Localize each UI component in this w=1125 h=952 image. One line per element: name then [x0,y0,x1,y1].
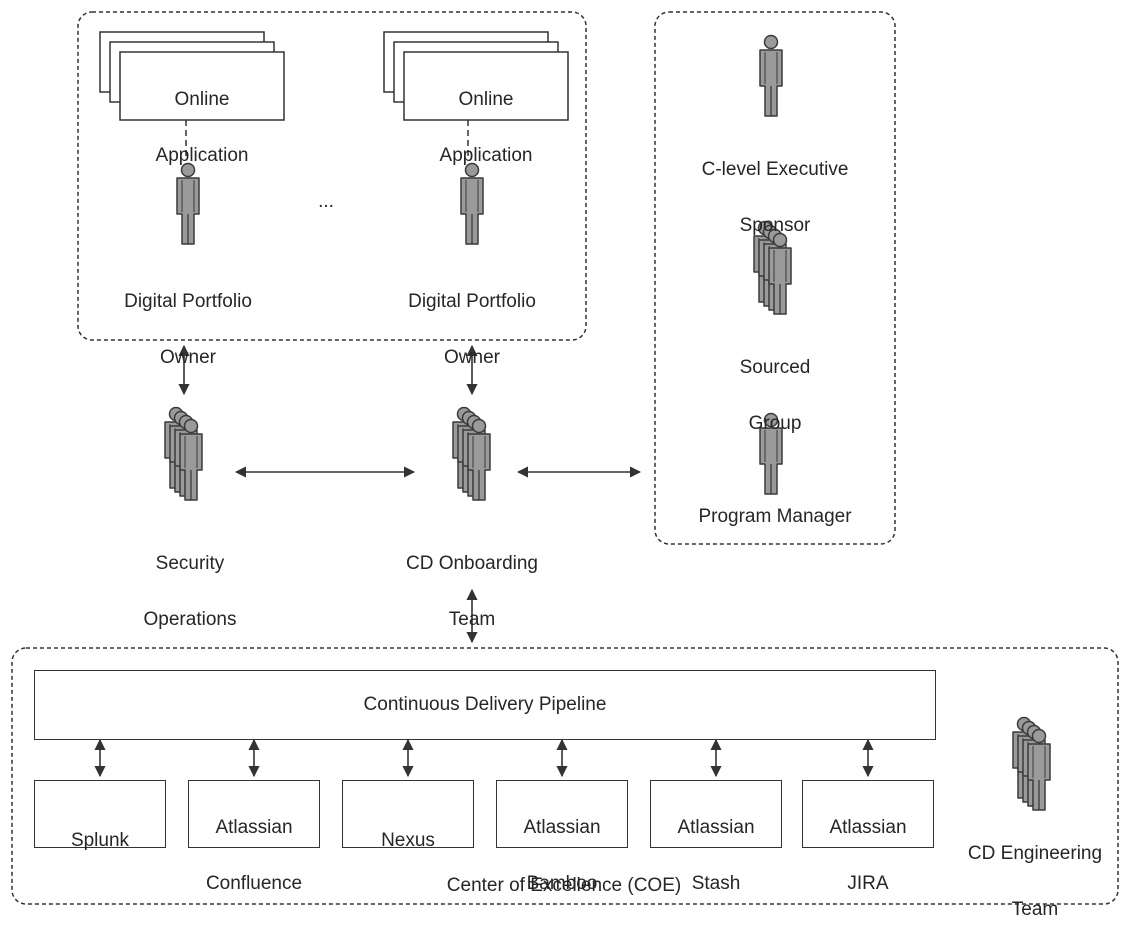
tool-bamboo-line1: Atlassian [523,817,601,838]
cd-onboarding-team: CD Onboarding Team [372,522,572,662]
tool-nexus: Nexus [342,780,474,851]
app-left-line1: Online [174,89,230,110]
cd-engineering-line2: Team [1011,899,1059,920]
app-right-line2: Application [439,145,533,166]
tool-nexus-line1: Nexus [381,830,435,851]
digital-portfolio-owner-left: Digital Portfolio Owner [88,260,288,400]
tool-confluence-line1: Atlassian [215,817,293,838]
org-diagram [11,11,1119,905]
tool-stash: Atlassian Stash [650,780,782,894]
tool-splunk-label: Splunk [35,799,165,883]
executive-line2: Sponsor [739,215,811,236]
cd-engineering-line1: CD Engineering [967,843,1103,864]
c-level-executive-sponsor: C-level Executive Sponsor [660,128,890,268]
coe-container [11,647,1119,905]
tool-confluence-line2: Confluence [205,873,303,894]
online-application-label-left: Online Application [120,58,284,198]
application-stack-right [383,31,569,121]
tool-nexus-label: Nexus [343,799,473,883]
tool-stash-label: Atlassian Stash [651,786,781,926]
security-operations: Security Operations [100,522,280,662]
cd-engineering-team: CD Engineering Team [950,812,1120,952]
tool-confluence: Atlassian Confluence [188,780,320,894]
app-left-line2: Application [155,145,249,166]
tool-stash-line1: Atlassian [677,817,755,838]
sourced-group: Sourced Group [660,326,890,466]
cd-onboarding-line1: CD Onboarding [405,553,539,574]
owner-left-line2: Owner [160,347,216,368]
pipeline-label: Continuous Delivery Pipeline [363,694,607,715]
cd-onboarding-line2: Team [448,609,496,630]
person-icon [759,34,783,117]
online-application-label-right: Online Application [404,58,568,198]
owner-left-line1: Digital Portfolio [124,291,252,312]
security-line2: Operations [143,609,237,630]
tool-splunk: Splunk [34,780,166,851]
owner-right-line1: Digital Portfolio [408,291,536,312]
group-icon [165,408,202,501]
tool-bamboo-label: Atlassian Bamboo [497,786,627,926]
sourced-line2: Group [748,413,802,434]
tool-jira-label: Atlassian JIRA [803,786,933,926]
portfolio-group-container [77,11,587,341]
ellipsis: ... [318,191,334,212]
security-line1: Security [155,553,225,574]
leadership-group-container [654,11,896,545]
sourced-line1: Sourced [739,357,811,378]
tool-jira: Atlassian JIRA [802,780,934,894]
group-icon [453,408,490,501]
digital-portfolio-owner-right: Digital Portfolio Owner [372,260,572,400]
tool-bamboo-line2: Bamboo [526,873,598,894]
tool-jira-line2: JIRA [847,873,889,894]
app-right-line1: Online [458,89,514,110]
tool-stash-line2: Stash [691,873,741,894]
tool-bamboo: Atlassian Bamboo [496,780,628,894]
coe-label: Center of Excellence (COE) [446,875,682,896]
program-manager: Program Manager [698,506,852,527]
continuous-delivery-pipeline: Continuous Delivery Pipeline [34,670,936,740]
executive-line1: C-level Executive [701,159,849,180]
tool-confluence-label: Atlassian Confluence [189,786,319,926]
owner-right-line2: Owner [444,347,500,368]
tool-splunk-line1: Splunk [70,830,130,851]
application-stack-left [99,31,285,121]
group-icon [1013,718,1050,811]
tool-jira-line1: Atlassian [829,817,907,838]
